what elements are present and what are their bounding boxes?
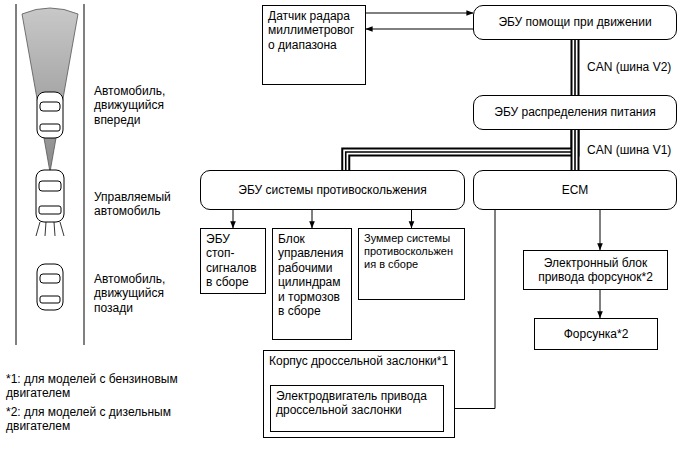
signal-line	[312, 210, 313, 228]
can-bus	[575, 40, 576, 95]
signal-line	[233, 210, 234, 228]
housing-box: Корпус дроссельной заслонки*1Электродвиг…	[263, 350, 455, 438]
signal-line	[600, 210, 601, 250]
footnote: *1: для моделей с бензиновым двигателем	[6, 372, 196, 401]
signal-line	[600, 290, 601, 318]
box-label: Блок управления рабочими цилиндрами торм…	[278, 232, 346, 318]
vehicle-label: Автомобиль, движущийся позади	[94, 272, 194, 315]
box-label: Датчик радара миллиметрового диапазона	[268, 9, 360, 52]
bus-label: CAN (шина V2)	[585, 60, 673, 74]
box-label: ЭБУ распределения питания	[494, 105, 655, 119]
box-label: Электронный блок привода форсунок*2	[529, 256, 662, 285]
housing-title: Корпус дроссельной заслонки*1	[269, 354, 449, 368]
footnote: *2: для моделей с дизельным двигателем	[6, 405, 196, 434]
road-edge	[16, 4, 17, 345]
signal-line	[366, 13, 473, 14]
component-box: Зуммер системы противоскольжения в сборе	[358, 228, 465, 300]
component-box: Электродвигатель привода дроссельной зас…	[270, 385, 444, 432]
vehicle-label: Управляемый автомобиль	[94, 190, 194, 219]
box-label: ЭБУ помощи при движении	[498, 15, 651, 29]
signal-line	[411, 210, 412, 228]
vehicle-label: Автомобиль, движущийся впереди	[94, 84, 194, 127]
component-box: Форсунка*2	[534, 318, 658, 350]
car-ego	[36, 170, 64, 236]
can-bus	[346, 130, 575, 170]
bus-label: CAN (шина V1)	[585, 143, 673, 157]
radar-cone	[22, 8, 78, 172]
car-front	[37, 92, 63, 138]
box-label: Зуммер системы противоскольжения в сборе	[364, 232, 459, 272]
ecu-box: ЭБУ системы противоскольжения	[200, 170, 465, 210]
ecu-box: ЭБУ помощи при движении	[473, 5, 677, 40]
signal-line	[366, 29, 473, 30]
sensor-box: Датчик радара миллиметрового диапазона	[262, 5, 366, 85]
component-box: Электронный блок привода форсунок*2	[523, 250, 668, 290]
road-edge	[84, 4, 85, 345]
can-bus	[575, 130, 576, 170]
box-label: ЭБУ системы противоскольжения	[238, 183, 426, 197]
box-label: Форсунка*2	[564, 327, 629, 341]
ecu-box: ЭБУ распределения питания	[473, 95, 677, 130]
component-box: ЭБУ стоп-сигналов в сборе	[200, 228, 266, 294]
box-label: ЭБУ стоп-сигналов в сборе	[206, 232, 260, 290]
box-label: Электродвигатель привода дроссельной зас…	[276, 389, 438, 418]
car-rear	[37, 264, 63, 310]
box-label: ECM	[562, 183, 589, 197]
component-box: Блок управления рабочими цилиндрами торм…	[272, 228, 352, 340]
ecu-box: ECM	[473, 170, 677, 210]
